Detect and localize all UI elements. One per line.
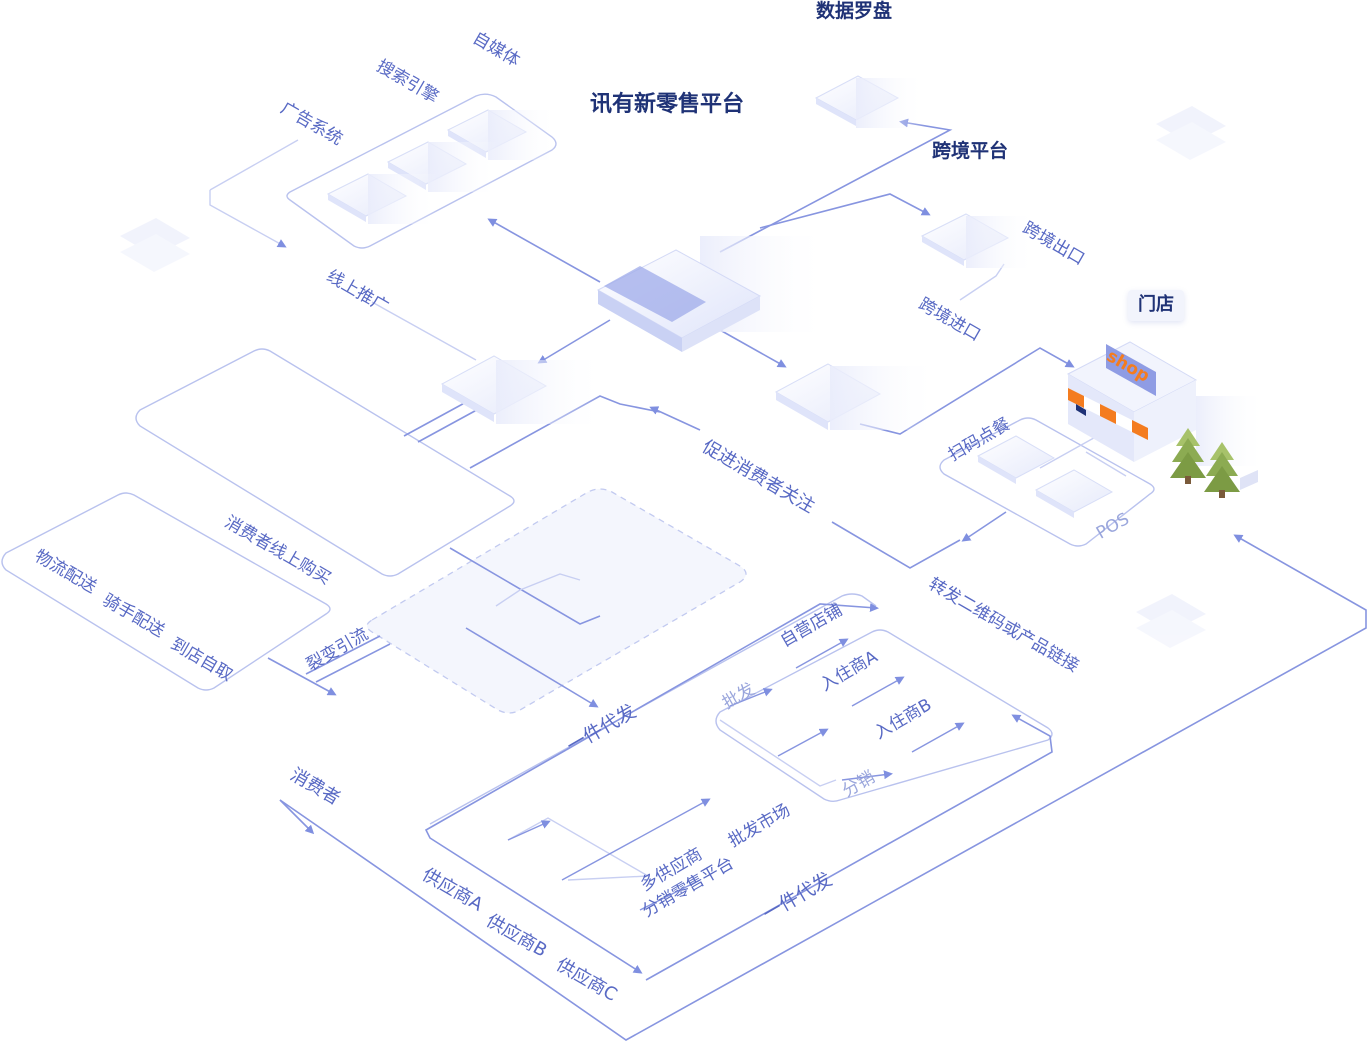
delivery-panel <box>1 492 331 691</box>
tile-data-compass <box>814 75 926 128</box>
flow-lines <box>267 118 1367 1041</box>
tile-deco-right-mid <box>1136 594 1206 648</box>
shop-awning <box>1068 388 1148 440</box>
scan-order-panel <box>939 417 1155 547</box>
tile-right-hub <box>774 363 940 430</box>
tile-media-3 <box>326 173 438 224</box>
tree-1 <box>1170 428 1206 484</box>
shop-illustration <box>1066 341 1266 498</box>
supplier-panel <box>429 593 877 825</box>
tile-media-1 <box>446 109 558 160</box>
store-card: 门店 <box>1128 290 1184 321</box>
channel-panel <box>715 629 1053 802</box>
tiles <box>120 75 1226 648</box>
online-buy-panel <box>135 348 515 577</box>
platform-title: 讯有新零售平台 <box>590 92 745 117</box>
tile-deco-left <box>120 218 190 272</box>
channel-arrows <box>507 638 965 911</box>
tile-scan-1 <box>976 435 1056 484</box>
store-label: 门店 <box>1138 294 1174 315</box>
tile-deco-right-top <box>1156 106 1226 160</box>
data-compass-label: 数据罗盘 <box>816 0 893 22</box>
shop-sign-board <box>1106 344 1156 396</box>
panel-outlines <box>1 93 1155 825</box>
cross-border-label: 跨境平台 <box>932 140 1009 162</box>
tile-scan-2 <box>1034 469 1114 518</box>
tile-cross-export <box>920 213 1036 268</box>
tile-left-hub <box>440 355 606 424</box>
tree-2 <box>1204 442 1240 498</box>
central-hub <box>596 236 830 352</box>
fission-zone <box>366 488 747 714</box>
